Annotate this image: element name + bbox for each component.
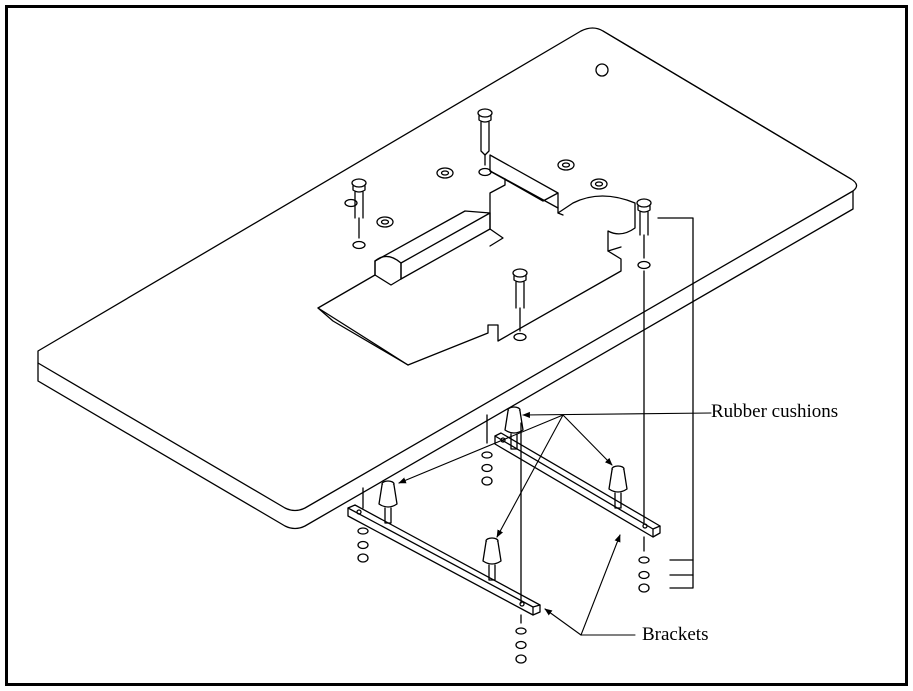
cushion-1 bbox=[504, 406, 524, 450]
bolt-1 bbox=[477, 108, 493, 177]
hardware-front-left bbox=[357, 487, 369, 563]
figure-frame: Rubber cushions Brackets bbox=[5, 5, 908, 686]
hardware-front-right bbox=[515, 422, 527, 664]
hardware-rear-right bbox=[638, 270, 650, 593]
rubber-cushions-leaders bbox=[398, 411, 712, 538]
bolt-3 bbox=[636, 198, 652, 270]
cushion-4 bbox=[482, 537, 502, 581]
table-assembly-diagram bbox=[37, 27, 858, 664]
bracket-rear bbox=[494, 432, 661, 538]
rubber-cushions-label: Rubber cushions bbox=[711, 401, 839, 422]
cushion-2 bbox=[378, 480, 398, 524]
brackets-leaders bbox=[544, 534, 636, 636]
hardware-rear-left bbox=[481, 414, 493, 486]
bracket-front bbox=[347, 504, 541, 616]
brackets-label: Brackets bbox=[642, 624, 709, 645]
bolt-4 bbox=[512, 268, 528, 342]
cushion-3 bbox=[608, 465, 628, 509]
top-holes bbox=[376, 159, 608, 228]
bolt-leaders bbox=[657, 217, 694, 589]
bolt-2 bbox=[344, 178, 367, 250]
table-cutout bbox=[317, 154, 636, 366]
